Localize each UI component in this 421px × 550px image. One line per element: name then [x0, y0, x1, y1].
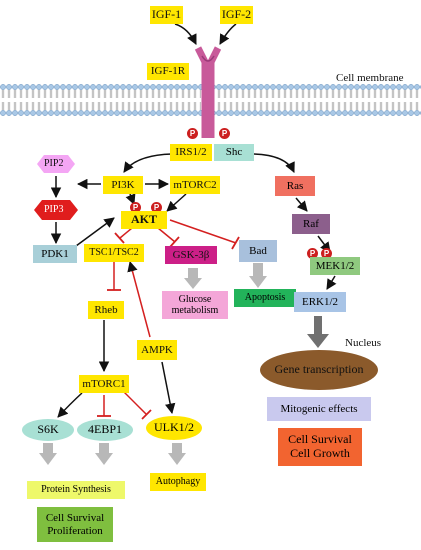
igf1r-label: IGF-1R	[150, 65, 186, 78]
mtorc1-inhibits-ulk	[123, 391, 152, 420]
s6k-label: S6K	[37, 422, 59, 437]
phospho-circle: P	[219, 128, 230, 139]
ampk-label: AMPK	[141, 343, 173, 356]
pip2-hexagon	[37, 155, 75, 173]
raf-label: Raf	[303, 217, 319, 230]
glucose-metabolism-label: Glucose metabolism	[171, 293, 219, 317]
mtorc1-label: mTORC1	[82, 377, 126, 390]
mtorc1-box: mTORC1	[79, 375, 129, 393]
cell-survival-growth-label: Cell Survival Cell Growth	[288, 432, 352, 460]
rheb-label: Rheb	[94, 303, 118, 316]
mtorc2-box: mTORC2	[170, 176, 220, 194]
mtorc1-inhibits-4ebp1	[97, 395, 111, 417]
igf1r-receptor	[194, 46, 222, 138]
ras-label: Ras	[286, 179, 304, 192]
igf1-label: IGF-1	[151, 7, 182, 22]
gsk3b-box: GSK-3β	[165, 246, 217, 264]
cell-survival-proliferation-box: Cell Survival Proliferation	[37, 507, 113, 542]
phospho-circle: P	[151, 202, 162, 213]
mtorc1-to-s6k-arrow	[57, 392, 83, 418]
igf2-box: IGF-2	[220, 6, 253, 24]
nucleus-label: Nucleus	[345, 337, 382, 349]
pdk1-box: PDK1	[33, 245, 77, 263]
nucleus-ellipse: Gene transcription	[260, 350, 378, 390]
4ebp1-label: 4EBP1	[87, 422, 122, 437]
phospho-circle: P	[130, 202, 141, 213]
ampk-to-tsc-arrow	[127, 260, 151, 338]
pip3-hexagon	[34, 200, 78, 220]
glucose-metabolism-box: Glucose metabolism	[162, 291, 228, 319]
cell-membrane-label: Cell membrane	[336, 72, 404, 84]
ulk-to-autophagy-arrow	[168, 443, 186, 465]
phospho-circle: P	[307, 248, 318, 259]
igf1r-box: IGF-1R	[147, 63, 189, 80]
irs12-label: IRS1/2	[175, 146, 207, 159]
ampk-box: AMPK	[137, 340, 177, 360]
cell-survival-growth-box: Cell Survival Cell Growth	[278, 428, 362, 466]
bad-box: Bad	[239, 240, 277, 262]
erk12-label: ERK1/2	[301, 295, 339, 308]
pip2-label: PIP2	[44, 158, 64, 169]
4ebp1-to-protein-synthesis-arrow	[95, 443, 113, 465]
irs-to-pi3k-arrow	[123, 153, 173, 173]
tsc-label: TSC1/TSC2	[89, 247, 139, 259]
erk12-box: ERK1/2	[294, 292, 346, 312]
s6k-to-protein-synthesis-arrow	[39, 443, 57, 465]
pi3k-box: PI3K	[103, 176, 143, 194]
pip3-label: PIP3	[44, 204, 64, 215]
akt-inhibits-tsc	[114, 227, 133, 244]
bad-label: Bad	[249, 244, 267, 257]
gene-transcription-label: Gene transcription	[274, 362, 364, 377]
ulk12-ellipse: ULK1/2	[146, 416, 202, 440]
raf-box: Raf	[292, 214, 330, 234]
mtorc2-label: mTORC2	[173, 178, 217, 191]
phospho-circle: P	[187, 128, 198, 139]
ulk12-label: ULK1/2	[154, 420, 194, 435]
shc-to-ras-arrow	[253, 153, 295, 173]
autophagy-label: Autophagy	[155, 476, 201, 488]
akt-box: AKT	[121, 211, 167, 229]
shc-box: Shc	[214, 144, 254, 161]
ampk-to-ulk-arrow	[161, 361, 176, 415]
igf2-label: IGF-2	[221, 7, 252, 22]
mtorc2-to-akt-arrow	[166, 193, 187, 212]
akt-inhibits-bad	[169, 219, 240, 250]
mitogenic-effects-box: Mitogenic effects	[267, 397, 371, 421]
mek-to-erk-arrow	[326, 275, 337, 290]
pdk1-label: PDK1	[41, 247, 69, 260]
pdk1-to-akt-arrow	[75, 217, 115, 247]
igf1-binding-arrow	[174, 23, 197, 45]
gsk3b-label: GSK-3β	[172, 248, 210, 261]
tsc-box: TSC1/TSC2	[84, 244, 144, 262]
ras-box: Ras	[275, 176, 315, 196]
gsk-to-glucose-arrow	[184, 268, 202, 289]
irs12-box: IRS1/2	[170, 144, 212, 161]
protein-synthesis-label: Protein Synthesis	[41, 484, 111, 496]
mek12-box: MEK1/2	[310, 257, 360, 275]
cell-survival-proliferation-label: Cell Survival Proliferation	[45, 511, 105, 537]
4ebp1-ellipse: 4EBP1	[77, 419, 133, 441]
mek12-label: MEK1/2	[315, 259, 355, 272]
bad-to-apoptosis-arrow	[249, 263, 267, 288]
igf1-box: IGF-1	[150, 6, 183, 24]
igf2-binding-arrow	[219, 23, 237, 45]
protein-synthesis-box: Protein Synthesis	[27, 481, 125, 499]
rheb-box: Rheb	[88, 301, 124, 319]
s6k-ellipse: S6K	[22, 419, 74, 441]
ras-to-raf-arrow	[295, 197, 308, 212]
apoptosis-box: Apoptosis	[234, 289, 296, 307]
autophagy-box: Autophagy	[150, 473, 206, 491]
akt-label: AKT	[130, 212, 157, 227]
pi3k-label: PI3K	[111, 178, 135, 191]
mitogenic-effects-label: Mitogenic effects	[280, 402, 358, 415]
phospho-circle: P	[321, 248, 332, 259]
erk-to-nucleus-arrow	[307, 316, 329, 348]
akt-inhibits-gsk	[157, 227, 180, 248]
tsc-inhibits-rheb	[107, 262, 121, 291]
apoptosis-label: Apoptosis	[244, 292, 286, 304]
shc-label: Shc	[225, 146, 243, 159]
